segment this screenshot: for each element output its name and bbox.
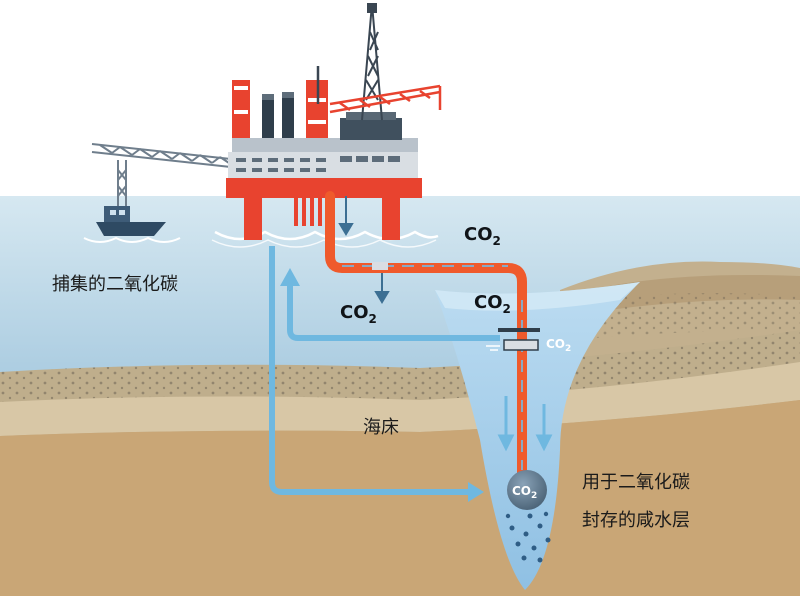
label-storage-line2: 封存的咸水层 bbox=[582, 510, 690, 531]
aquifer-top-rim bbox=[435, 282, 640, 311]
platform-wave-2 bbox=[211, 239, 437, 248]
co2-pipeline bbox=[325, 191, 527, 481]
label-seabed: 海床 bbox=[363, 417, 399, 438]
aquifer-particles bbox=[505, 511, 551, 563]
co2-tag-reservoir: CO2 bbox=[474, 292, 511, 316]
drill-derrick-icon bbox=[361, 3, 383, 121]
seabed-sand bbox=[0, 400, 800, 596]
separator-wave bbox=[486, 345, 500, 351]
co2-tag-vent: CO2 bbox=[340, 302, 377, 326]
co2-tag-bubble: CO2 bbox=[512, 484, 537, 501]
return-flow-line bbox=[287, 282, 500, 341]
crane-icon bbox=[316, 66, 442, 114]
co2-tag-separator: CO2 bbox=[546, 337, 571, 354]
platform-legs bbox=[244, 196, 400, 240]
label-storage-line1: 用于二氧化碳 bbox=[582, 472, 690, 493]
seabed-dotted-layer bbox=[0, 330, 800, 402]
land-dotted-layer bbox=[570, 293, 800, 340]
co2-bubble bbox=[507, 470, 547, 510]
separator-unit bbox=[503, 339, 539, 351]
reservoir-down-arrows bbox=[497, 396, 553, 452]
injection-flow-arrow bbox=[468, 482, 484, 502]
crane-bridge bbox=[91, 143, 241, 206]
co2-tag-pipe: CO2 bbox=[464, 224, 501, 248]
separator-plate bbox=[498, 328, 540, 332]
boat-icon bbox=[83, 206, 181, 243]
return-flow-arrow bbox=[280, 268, 300, 286]
pipeline-valve bbox=[372, 262, 388, 270]
injection-flow-line bbox=[269, 246, 470, 495]
vent-arrow bbox=[338, 196, 390, 304]
seabed-layer-2 bbox=[0, 362, 800, 436]
label-captured-co2: 捕集的二氧化碳 bbox=[52, 274, 178, 295]
oil-platform-icon bbox=[226, 80, 422, 198]
